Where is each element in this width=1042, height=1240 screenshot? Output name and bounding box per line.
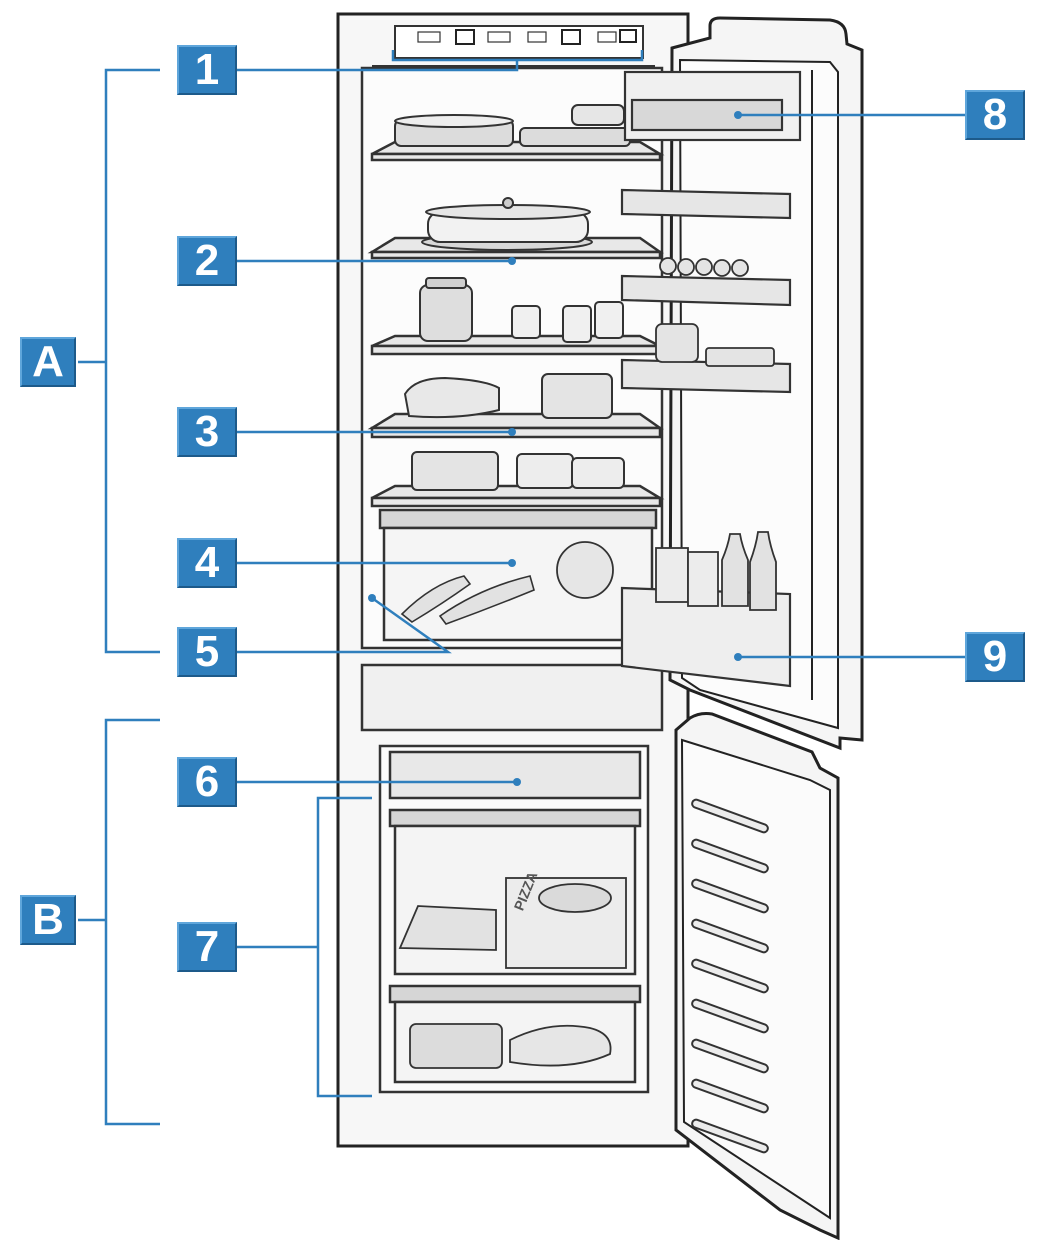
- freezer-door-vents: [691, 798, 769, 1154]
- leader-1-panel: [391, 50, 644, 62]
- shelf-5-items: [411, 451, 625, 491]
- door-items: [655, 257, 777, 611]
- callout-9: 9: [965, 632, 1025, 682]
- callout-7: 7: [177, 922, 237, 972]
- group-label-b: B: [20, 895, 76, 945]
- callout-5: 5: [177, 627, 237, 677]
- leader-dots: [368, 111, 742, 786]
- shelf-2-items: [421, 197, 593, 251]
- callout-2: 2: [177, 236, 237, 286]
- freezer-door: [674, 712, 840, 1240]
- group-label-a: A: [20, 337, 76, 387]
- callout-1: 1: [177, 45, 237, 95]
- shelf-3-items: [419, 277, 624, 343]
- callout-6: 6: [177, 757, 237, 807]
- callout-4: 4: [177, 538, 237, 588]
- callout-3: 3: [177, 407, 237, 457]
- bracket-b: [104, 718, 160, 1126]
- leader-5: [237, 596, 452, 654]
- door-shelves: [620, 70, 802, 688]
- leader-1: [237, 60, 519, 72]
- shelf-4-items: [403, 373, 613, 419]
- freezer-items: PIZZA: [398, 869, 627, 1069]
- vegetable-drawer: [378, 508, 658, 642]
- compartment-divider: [360, 663, 664, 732]
- bracket-a: [104, 68, 160, 654]
- leader-lines: [78, 50, 965, 1126]
- control-panel: [394, 25, 644, 59]
- callout-8: 8: [965, 90, 1025, 140]
